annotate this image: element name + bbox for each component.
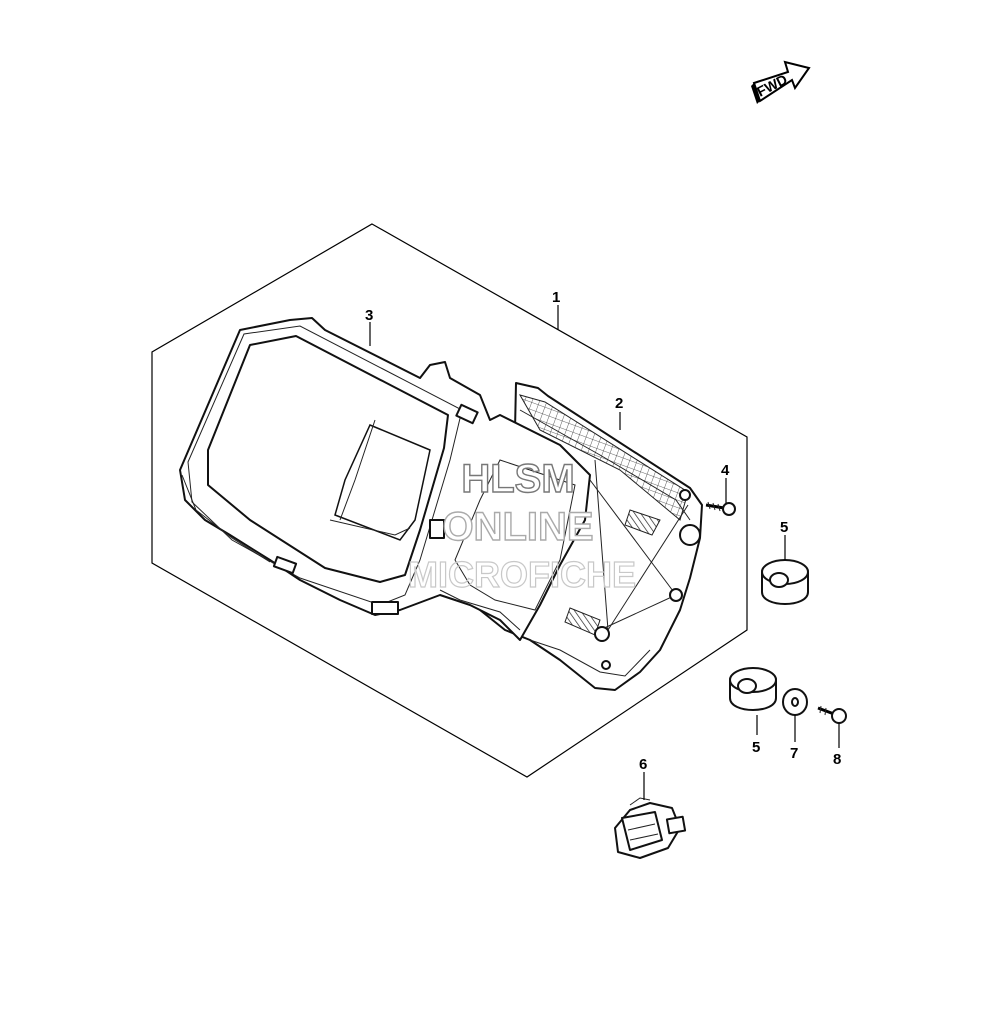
washer-part-7 (782, 688, 808, 716)
callout-6: 6 (639, 756, 647, 773)
watermark-line-1: HLSM (461, 457, 574, 501)
watermark: HLSM ONLINE MICROFICHE (407, 456, 636, 595)
leader-lines (369, 305, 840, 800)
callout-3: 3 (365, 307, 373, 324)
connector-part-6 (614, 797, 687, 859)
grommet-part-5-lower (729, 667, 777, 711)
callout-2: 2 (615, 395, 623, 412)
watermark-line-2: ONLINE (442, 505, 593, 549)
fwd-arrow-icon: FWD (751, 60, 811, 104)
callout-1: 1 (552, 289, 560, 306)
callout-5-lower: 5 (752, 739, 760, 756)
assembly-outline (151, 223, 748, 778)
front-cover-part (179, 317, 591, 641)
callout-8: 8 (833, 751, 841, 768)
callout-5-upper: 5 (780, 519, 788, 536)
screw-part-8 (817, 705, 847, 724)
screw-part-4 (705, 501, 736, 516)
callout-7: 7 (790, 745, 798, 762)
callout-4: 4 (721, 462, 730, 479)
grommet-part-5-upper (761, 559, 809, 605)
fwd-label: FWD (754, 71, 790, 100)
watermark-line-3: MICROFICHE (408, 554, 636, 595)
